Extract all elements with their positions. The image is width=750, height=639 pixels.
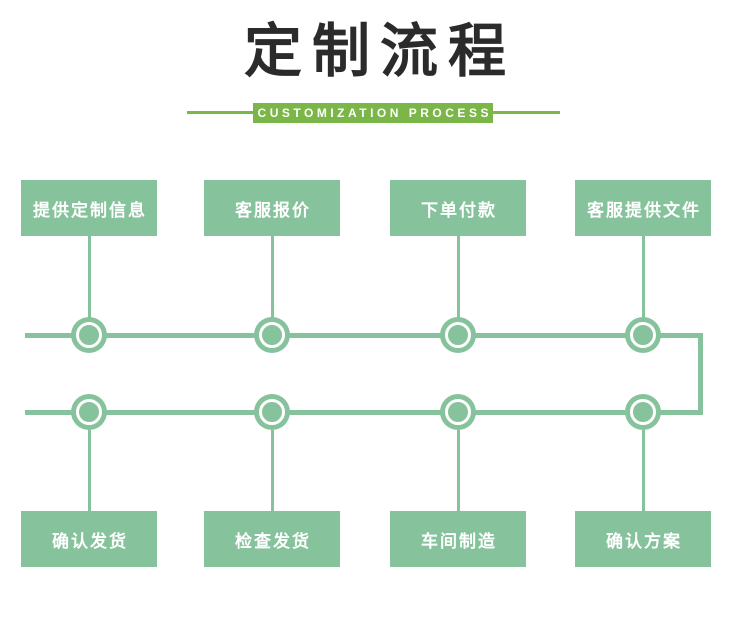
timeline-bottom-rail <box>25 410 703 415</box>
connector-line <box>457 430 460 511</box>
subtitle-right-rule <box>493 111 560 114</box>
subtitle-band: CUSTOMIZATION PROCESS <box>253 103 493 123</box>
step-box-service-quote: 客服报价 <box>204 180 340 236</box>
step-box-service-files: 客服提供文件 <box>575 180 711 236</box>
connector-line <box>642 430 645 511</box>
flow-node <box>259 322 285 348</box>
flow-node <box>630 399 656 425</box>
flow-node <box>76 399 102 425</box>
flow-node <box>630 322 656 348</box>
step-box-workshop-manufacture: 车间制造 <box>390 511 526 567</box>
flow-node <box>445 399 471 425</box>
step-box-order-payment: 下单付款 <box>390 180 526 236</box>
connector-line <box>88 236 91 318</box>
page-title: 定制流程 <box>243 19 516 84</box>
connector-line <box>642 236 645 318</box>
flow-node <box>445 322 471 348</box>
connector-line <box>88 430 91 511</box>
subtitle-left-rule <box>187 111 253 114</box>
connector-line <box>271 430 274 511</box>
step-box-confirm-shipping: 确认发货 <box>21 511 157 567</box>
connector-line <box>271 236 274 318</box>
step-box-inspect-shipping: 检查发货 <box>204 511 340 567</box>
step-box-confirm-plan: 确认方案 <box>575 511 711 567</box>
step-box-provide-info: 提供定制信息 <box>21 180 157 236</box>
flow-node <box>259 399 285 425</box>
timeline-right-turn <box>698 333 703 415</box>
flow-node <box>76 322 102 348</box>
connector-line <box>457 236 460 318</box>
timeline-top-rail <box>25 333 703 338</box>
